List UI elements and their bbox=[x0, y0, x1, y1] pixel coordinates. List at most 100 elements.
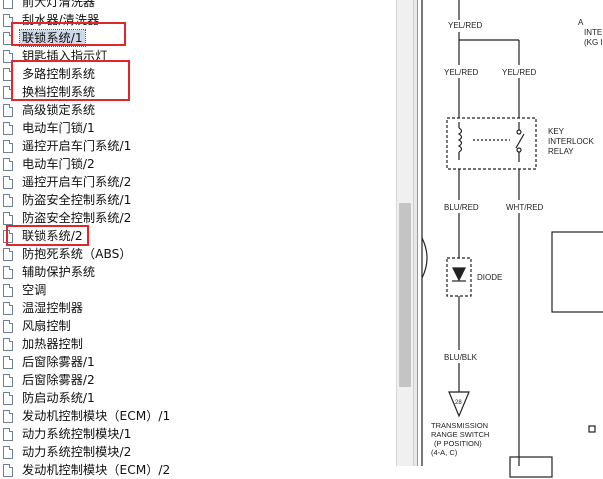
side-label-line3: (KG I bbox=[584, 38, 603, 47]
tree-item-label: 动力系统控制模块/2 bbox=[22, 445, 132, 459]
document-icon bbox=[3, 230, 13, 243]
wire-label-blu-red: BLU/RED bbox=[444, 203, 479, 212]
tree-item-label: 发动机控制模块（ECM）/2 bbox=[22, 463, 171, 477]
tree-item[interactable]: 发动机控制模块（ECM）/1 bbox=[0, 407, 396, 425]
document-icon bbox=[3, 284, 13, 297]
tree-item[interactable]: 遥控开启车门系统/2 bbox=[0, 173, 396, 191]
document-icon bbox=[3, 158, 13, 171]
tree-item-label: 刮水器/清洗器 bbox=[22, 13, 100, 27]
tree-item[interactable]: 电动车门锁/2 bbox=[0, 155, 396, 173]
document-icon bbox=[3, 374, 13, 387]
tree-item-label: 后窗除雾器/2 bbox=[22, 373, 95, 387]
tree-item[interactable]: 换档控制系统 bbox=[0, 83, 396, 101]
tree-item[interactable]: 联锁系统/2 bbox=[0, 227, 396, 245]
document-icon bbox=[3, 0, 13, 9]
document-icon bbox=[3, 50, 13, 63]
tree-item[interactable]: 发动机控制模块（ECM）/2 bbox=[0, 461, 396, 479]
tree-item-label: 空调 bbox=[22, 283, 47, 297]
tree-item-label: 遥控开启车门系统/2 bbox=[22, 175, 132, 189]
document-icon bbox=[3, 140, 13, 153]
tree-item-label: 辅助保护系统 bbox=[22, 265, 96, 279]
document-icon bbox=[3, 410, 13, 423]
tree-item-label: 联锁系统/1 bbox=[19, 29, 86, 47]
relay-label-line3: RELAY bbox=[548, 147, 574, 156]
tree-item[interactable]: 防盗安全控制系统/2 bbox=[0, 209, 396, 227]
tree-item-label: 后窗除雾器/1 bbox=[22, 355, 95, 369]
side-label-line1: A bbox=[578, 18, 584, 27]
tree-item-label: 加热器控制 bbox=[22, 337, 83, 351]
tree-item[interactable]: 后窗除雾器/2 bbox=[0, 371, 396, 389]
tree-item-label: 发动机控制模块（ECM）/1 bbox=[22, 409, 171, 423]
wiring-diagram-svg: YEL/RED YEL/RED YEL/RED KEY INTERLOCK RE… bbox=[421, 0, 603, 478]
tree-item[interactable]: 高级锁定系统 bbox=[0, 101, 396, 119]
tree-item[interactable]: 辅助保护系统 bbox=[0, 263, 396, 281]
tree-item-label: 钥匙插入指示灯 bbox=[22, 49, 108, 63]
document-icon bbox=[3, 14, 13, 27]
tree-item-label: 多路控制系统 bbox=[22, 67, 96, 81]
document-icon bbox=[3, 86, 13, 99]
tree-item-label: 温湿控制器 bbox=[22, 301, 83, 315]
relay-label-line2: INTERLOCK bbox=[548, 137, 594, 146]
side-label-line2: INTE bbox=[584, 28, 602, 37]
document-icon bbox=[3, 194, 13, 207]
relay-label-line1: KEY bbox=[548, 127, 565, 136]
tree-item[interactable]: 防启动系统/1 bbox=[0, 389, 396, 407]
document-icon bbox=[3, 428, 13, 441]
tree-item[interactable]: 风扇控制 bbox=[0, 317, 396, 335]
tree-item[interactable]: 动力系统控制模块/2 bbox=[0, 443, 396, 461]
document-icon bbox=[3, 122, 13, 135]
wire-label-yel-red-left: YEL/RED bbox=[444, 68, 478, 77]
tree-item[interactable]: 刮水器/清洗器 bbox=[0, 11, 396, 29]
tree-item[interactable]: 加热器控制 bbox=[0, 335, 396, 353]
pane-splitter[interactable] bbox=[413, 0, 418, 466]
tree-item-label: 动力系统控制模块/1 bbox=[22, 427, 132, 441]
connector-number: 28 bbox=[455, 400, 462, 406]
tree-item[interactable]: 钥匙插入指示灯 bbox=[0, 47, 396, 65]
document-icon bbox=[3, 446, 13, 459]
document-icon bbox=[3, 212, 13, 225]
document-icon bbox=[3, 464, 13, 477]
wire-label-blu-blk: BLU/BLK bbox=[444, 353, 478, 362]
wire-label-yel-red-top: YEL/RED bbox=[448, 21, 482, 30]
topic-tree[interactable]: 前大灯清洗器刮水器/清洗器联锁系统/1 钥匙插入指示灯多路控制系统换档控制系统高级… bbox=[0, 0, 396, 477]
tree-item-label: 电动车门锁/1 bbox=[22, 121, 95, 135]
document-icon bbox=[3, 104, 13, 117]
document-icon bbox=[3, 68, 13, 81]
tree-item[interactable]: 后窗除雾器/1 bbox=[0, 353, 396, 371]
tree-item-label: 风扇控制 bbox=[22, 319, 71, 333]
tree-item[interactable]: 电动车门锁/1 bbox=[0, 119, 396, 137]
document-icon bbox=[3, 302, 13, 315]
tree-item-label: 换档控制系统 bbox=[22, 85, 96, 99]
document-icon bbox=[3, 338, 13, 351]
tree-item-label: 前大灯清洗器 bbox=[22, 0, 96, 9]
tree-scrollbar[interactable] bbox=[396, 0, 413, 466]
wire-label-wht-red: WHT/RED bbox=[506, 203, 544, 212]
document-icon bbox=[3, 356, 13, 369]
tree-item-label: 电动车门锁/2 bbox=[22, 157, 95, 171]
tree-item[interactable]: 防抱死系统（ABS） bbox=[0, 245, 396, 263]
switch-label-line3: (P POSITION) bbox=[434, 439, 482, 448]
tree-item[interactable]: 遥控开启车门系统/1 bbox=[0, 137, 396, 155]
tree-item-label: 遥控开启车门系统/1 bbox=[22, 139, 132, 153]
tree-item[interactable]: 空调 bbox=[0, 281, 396, 299]
tree-item-label: 防盗安全控制系统/2 bbox=[22, 211, 132, 225]
tree-item-label: 联锁系统/2 bbox=[22, 229, 83, 243]
tree-item[interactable]: 多路控制系统 bbox=[0, 65, 396, 83]
wiring-diagram: YEL/RED YEL/RED YEL/RED KEY INTERLOCK RE… bbox=[418, 0, 603, 478]
scrollbar-thumb[interactable] bbox=[399, 203, 411, 387]
tree-item[interactable]: 动力系统控制模块/1 bbox=[0, 425, 396, 443]
tree-item[interactable]: 温湿控制器 bbox=[0, 299, 396, 317]
tree-item-label: 防启动系统/1 bbox=[22, 391, 95, 405]
tree-item-label: 防盗安全控制系统/1 bbox=[22, 193, 132, 207]
switch-label-line1: TRANSMISSION bbox=[431, 421, 488, 430]
document-icon bbox=[3, 176, 13, 189]
switch-label-line4: (4-A, C) bbox=[431, 448, 458, 457]
tree-item-label: 防抱死系统（ABS） bbox=[22, 247, 132, 261]
document-icon bbox=[3, 248, 13, 261]
tree-item[interactable]: 联锁系统/1 bbox=[0, 29, 396, 47]
diode-label: DIODE bbox=[477, 273, 502, 282]
document-icon bbox=[3, 32, 13, 45]
tree-item[interactable]: 防盗安全控制系统/1 bbox=[0, 191, 396, 209]
document-icon bbox=[3, 266, 13, 279]
tree-item[interactable]: 前大灯清洗器 bbox=[0, 0, 396, 11]
